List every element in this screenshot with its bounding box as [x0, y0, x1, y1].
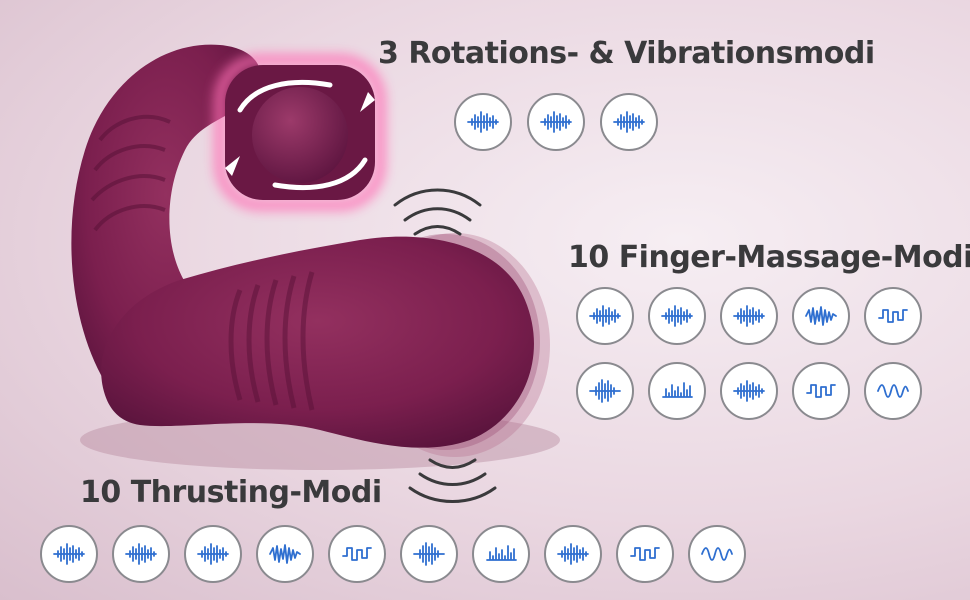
- mode-square-wave-icon: [792, 362, 850, 420]
- finger-mode-icons-row2: [576, 362, 922, 420]
- pulse-wave-icon: [467, 111, 499, 133]
- square-wave-icon: [878, 309, 908, 323]
- finger-mode-icons-row1: [576, 287, 922, 345]
- square-wave-icon: [806, 384, 836, 398]
- mode-pulse-wave-icon: [527, 93, 585, 151]
- mode-square-wave-icon: [616, 525, 674, 583]
- thrusting-modes-heading: 10 Thrusting-Modi: [80, 475, 382, 510]
- finger-modes-heading: 10 Finger-Massage-Modi: [568, 240, 970, 275]
- mode-pulse-wave-icon: [112, 525, 170, 583]
- mode-pulse-wave-icon: [720, 287, 778, 345]
- device-body: [101, 236, 534, 448]
- pulse-wave-icon: [53, 543, 85, 565]
- rotation-modes-heading: 3 Rotations- & Vibrationsmodi: [378, 36, 875, 71]
- vibration-waves-top: [393, 188, 482, 236]
- mode-pulse-wave-icon: [600, 93, 658, 151]
- mode-pulse-wave-icon: [454, 93, 512, 151]
- mode-pulse-wave-icon: [40, 525, 98, 583]
- mode-dense-wave-icon: [256, 525, 314, 583]
- mode-dense-wave-icon: [792, 287, 850, 345]
- pulse-wave-icon: [589, 305, 621, 327]
- dense-wave-icon: [805, 306, 837, 326]
- mode-sine-wave-icon: [864, 362, 922, 420]
- rotation-arrowhead-icon: [225, 156, 240, 176]
- mode-pulse-wave-icon: [184, 525, 242, 583]
- pulse-wave-icon: [557, 543, 589, 565]
- square-wave-icon: [342, 547, 372, 561]
- sine-wave-icon: [877, 384, 909, 398]
- mode-sine-wave-icon: [688, 525, 746, 583]
- pulse-wave-icon: [125, 543, 157, 565]
- rotation-mode-icons: [454, 93, 658, 151]
- pulse-wave-icon: [733, 305, 765, 327]
- pulse-wave-icon: [661, 305, 693, 327]
- mode-square-wave-icon: [864, 287, 922, 345]
- mode-pulse-wave-icon: [648, 287, 706, 345]
- rotation-arrows-icon: [237, 79, 368, 191]
- stepped-wave-icon: [662, 382, 693, 398]
- thrusting-mode-icons: [40, 525, 746, 583]
- mode-stepped-wave-icon: [472, 525, 530, 583]
- shaft-rings: [228, 271, 315, 411]
- pulse-wave-icon: [613, 111, 645, 133]
- pulse-wave-icon: [733, 380, 765, 402]
- mode-pulse-wave-icon: [720, 362, 778, 420]
- mode-burst-wave-icon: [400, 525, 458, 583]
- mode-burst-wave-icon: [576, 362, 634, 420]
- mode-pulse-wave-icon: [544, 525, 602, 583]
- mode-stepped-wave-icon: [648, 362, 706, 420]
- mode-square-wave-icon: [328, 525, 386, 583]
- burst-wave-icon: [589, 379, 621, 403]
- square-wave-icon: [630, 547, 660, 561]
- pulse-wave-icon: [540, 111, 572, 133]
- burst-wave-icon: [413, 542, 445, 566]
- stepped-wave-icon: [486, 545, 517, 561]
- pulse-wave-icon: [197, 543, 229, 565]
- head-glow: [215, 55, 385, 210]
- dense-wave-icon: [269, 544, 301, 564]
- rotation-arrowhead-icon: [360, 92, 375, 112]
- rotating-head: [252, 87, 348, 183]
- arm-ridges: [90, 114, 171, 232]
- vibration-waves-bottom: [408, 458, 497, 503]
- sine-wave-icon: [701, 547, 733, 561]
- mode-pulse-wave-icon: [576, 287, 634, 345]
